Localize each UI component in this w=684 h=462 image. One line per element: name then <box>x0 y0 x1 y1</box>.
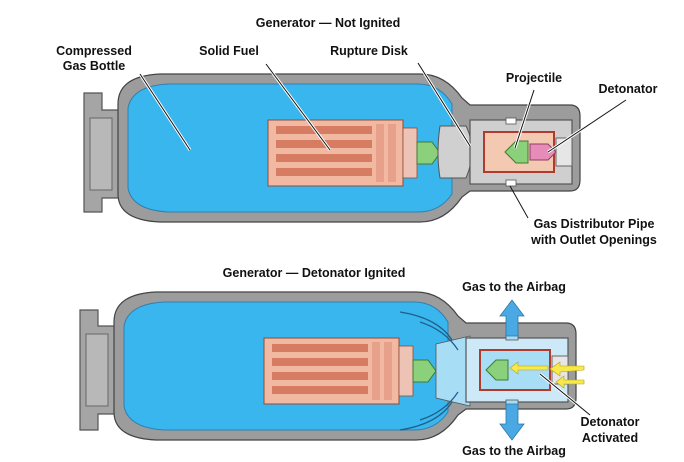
leader-gas-distributor-pipe <box>509 185 529 219</box>
label-gas-to-airbag-top: Gas to the Airbag <box>462 280 566 294</box>
igniter-cap <box>412 359 437 383</box>
outlet-opening-bottom <box>505 179 517 187</box>
rupture-disk-neck <box>437 125 473 179</box>
title-not-ignited: Generator — Not Ignited <box>256 16 400 30</box>
label-compressed-gas-bottle-2: Gas Bottle <box>63 59 126 73</box>
leader-projectile <box>514 89 535 149</box>
label-rupture-disk: Rupture Disk <box>330 44 408 58</box>
leader-detonator <box>547 99 627 153</box>
leader-rupture-disk <box>417 62 471 147</box>
airbag-arrow-down <box>499 403 525 441</box>
label-compressed-gas-bottle-1: Compressed <box>56 44 132 58</box>
title-detonator-ignited: Generator — Detonator Ignited <box>223 266 406 280</box>
projectile <box>485 359 509 381</box>
leader-solid-fuel <box>265 63 331 151</box>
label-detonator: Detonator <box>598 82 657 96</box>
detonator <box>529 143 557 161</box>
gas-flow-lines <box>399 311 459 431</box>
solid-fuel-cartridge <box>267 119 418 187</box>
ruptured-disk-area <box>435 335 471 407</box>
label-gas-distributor-pipe-2: with Outlet Openings <box>530 233 657 247</box>
label-gas-distributor-pipe-1: Gas Distributor Pipe <box>534 217 655 231</box>
detonation-flash <box>509 361 585 389</box>
solid-fuel-cartridge <box>263 337 414 405</box>
igniter-cap <box>416 141 441 165</box>
label-detonator-activated-2: Activated <box>582 431 638 445</box>
outlet-opening-top <box>505 117 517 125</box>
leader-detonator-activated <box>539 373 591 416</box>
label-solid-fuel: Solid Fuel <box>199 44 259 58</box>
label-gas-to-airbag-bottom: Gas to the Airbag <box>462 444 566 458</box>
projectile <box>504 140 529 164</box>
generator-not-ignited: Generator — Not Ignited <box>56 16 658 247</box>
end-cap-inner <box>89 117 113 191</box>
end-cap-inner <box>85 333 109 407</box>
leader-compressed-gas <box>139 73 191 151</box>
airbag-arrow-up <box>499 299 525 337</box>
generator-detonator-ignited: Generator — Detonator Ignited <box>79 266 640 458</box>
label-projectile: Projectile <box>506 71 562 85</box>
label-detonator-activated-1: Detonator <box>580 415 639 429</box>
